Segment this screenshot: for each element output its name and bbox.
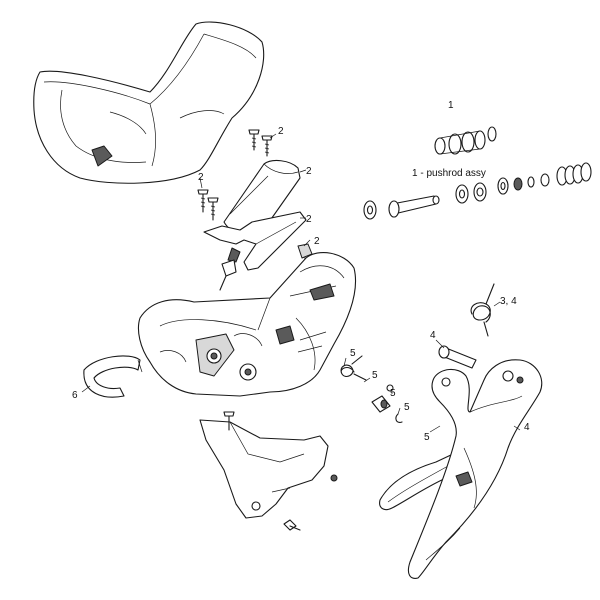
pushrod-parts-row [363,162,592,220]
label-clamp: 6 [72,390,78,401]
label-clip-small: 5 [404,402,410,413]
label-spring: 3, 4 [500,296,517,307]
label-spring-small: 5 [350,348,356,359]
label-bracket: 2 [306,214,312,225]
lever-body [137,252,357,397]
label-detent: 5 [372,370,378,381]
label-clip-right: 2 [314,236,320,247]
screws-left [197,189,219,221]
label-pushrod-number: 1 [448,100,454,111]
screws-top [248,129,273,157]
lever-hood [33,21,265,184]
label-lever: 4 [524,422,530,433]
brake-lever [407,359,543,579]
torsion-spring [470,283,495,337]
handlebar-clamp [83,355,143,398]
label-screws-left: 2 [198,172,204,183]
label-nut-small: 5 [390,388,396,399]
pivot-pin [438,345,477,369]
label-cap-top: 2 [306,166,312,177]
leader-lines [81,133,521,433]
label-screws-top: 2 [278,126,284,137]
label-pin: 4 [430,330,436,341]
small-spring [340,355,367,381]
pushrod-assembly [434,126,497,155]
detent-assembly [371,384,403,423]
bracket [203,211,307,291]
label-blade: 5 [424,432,430,443]
label-pushrod-caption: 1 - pushrod assy [412,168,486,179]
bottom-cover [199,411,338,531]
